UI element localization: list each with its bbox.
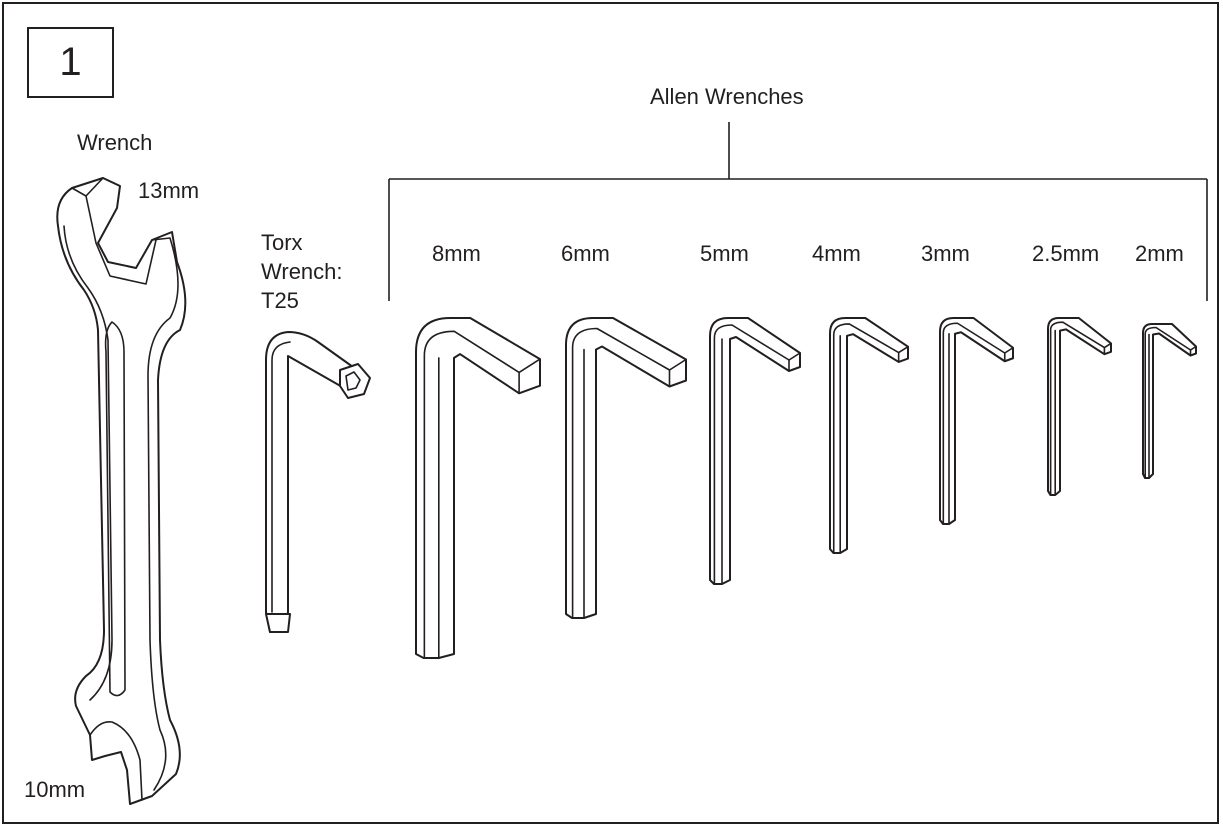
allen-size-label-2mm: 2mm — [1135, 241, 1184, 266]
torx-wrench-label: Torx Wrench: T25 — [261, 228, 343, 315]
allen-size-label-3mm: 3mm — [921, 241, 970, 266]
allen-wrenches-title: Allen Wrenches — [650, 84, 804, 109]
allen-key-3mm — [939, 317, 1014, 525]
torx-label-line: Torx — [261, 230, 303, 255]
allen-key-6mm — [565, 317, 687, 619]
step-number-box: 1 — [27, 27, 114, 98]
allen-size-label-6mm: 6mm — [561, 241, 610, 266]
torx-l-key — [265, 331, 371, 633]
allen-size-label-4mm: 4mm — [812, 241, 861, 266]
wrench-bottom-size-label: 10mm — [24, 777, 86, 802]
wrench-top-size-label: 13mm — [138, 178, 200, 203]
allen-key-4mm — [829, 317, 909, 554]
open-end-wrench — [56, 177, 187, 805]
allen-size-label-2-5mm: 2.5mm — [1032, 241, 1100, 266]
torx-label-line: T25 — [261, 288, 299, 313]
allen-size-label-5mm: 5mm — [700, 241, 749, 266]
allen-size-label-8mm: 8mm — [432, 241, 481, 266]
step-number: 1 — [59, 40, 82, 84]
allen-keys-group — [415, 317, 1197, 659]
allen-key-5mm — [709, 317, 801, 585]
allen-key-8mm — [415, 317, 541, 659]
torx-label-line: Wrench: — [261, 259, 343, 284]
allen-key-2-5mm — [1047, 317, 1112, 496]
allen-key-2mm — [1142, 323, 1197, 479]
wrench-title: Wrench — [77, 130, 153, 155]
allen-group-bracket — [388, 122, 1208, 301]
